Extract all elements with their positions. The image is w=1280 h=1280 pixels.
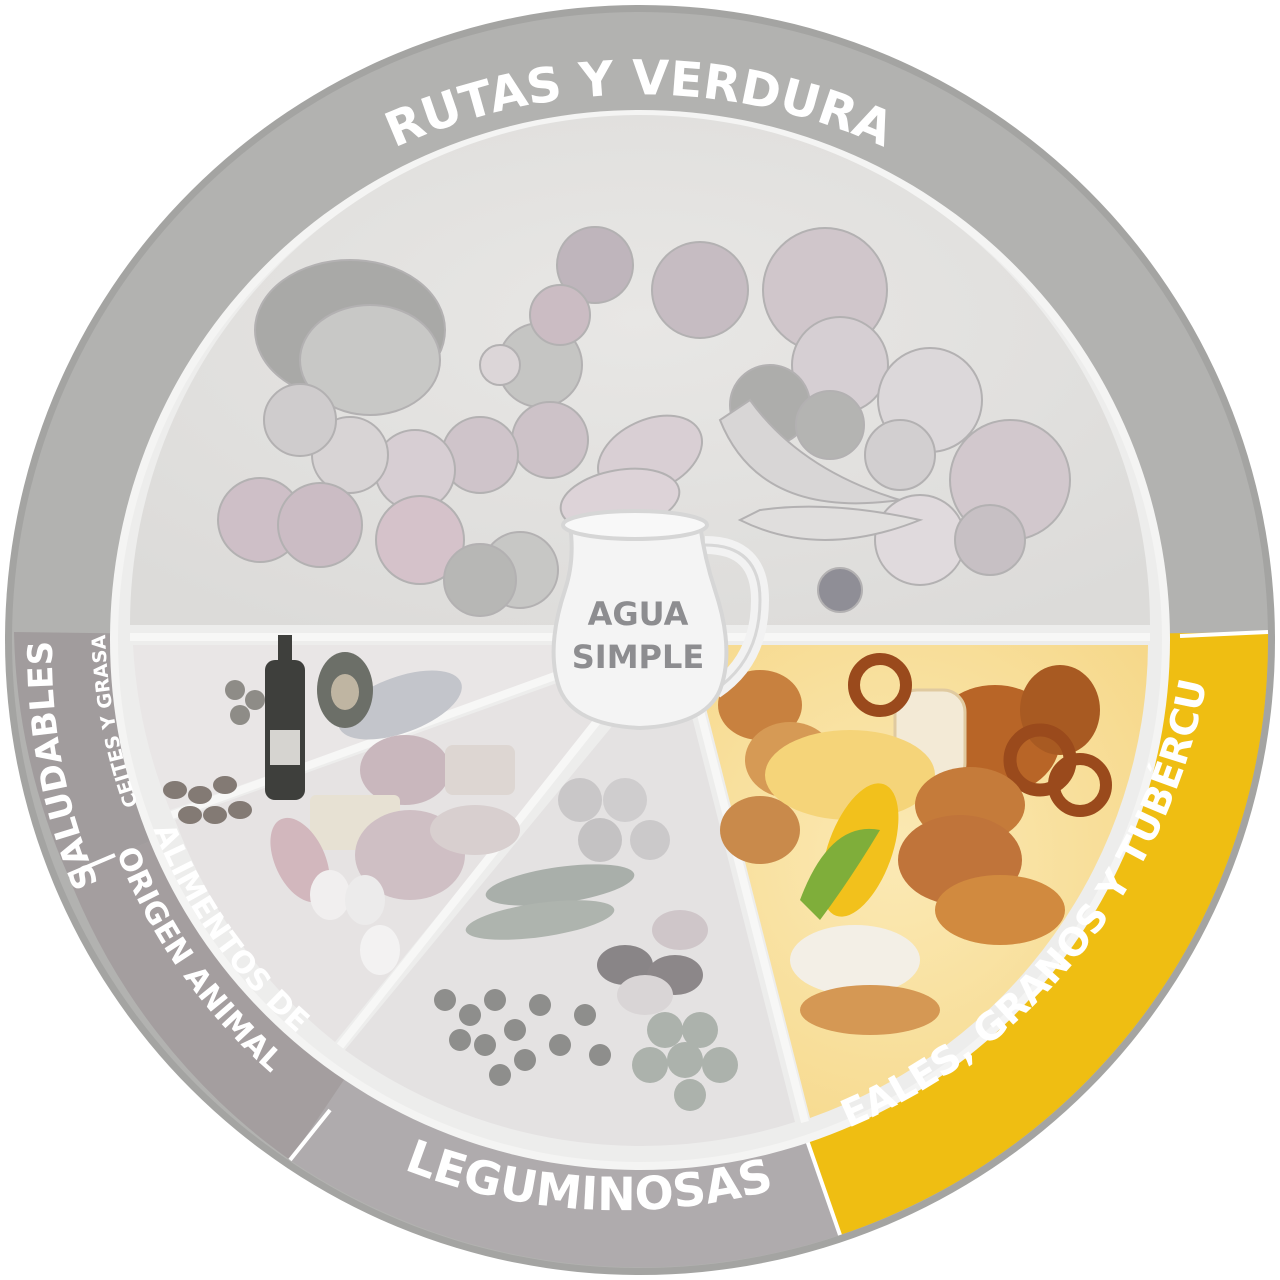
animal-foods-illustration (270, 670, 520, 975)
center-label-line1: AGUA (588, 595, 689, 633)
center-label-line2: SIMPLE (572, 638, 705, 676)
oils-illustration (163, 635, 373, 824)
cereals-illustration (718, 653, 1112, 1035)
legumes-illustration (434, 778, 738, 1111)
fruits-illustration (217, 226, 1071, 617)
water-jug: AGUA SIMPLE (551, 509, 770, 731)
